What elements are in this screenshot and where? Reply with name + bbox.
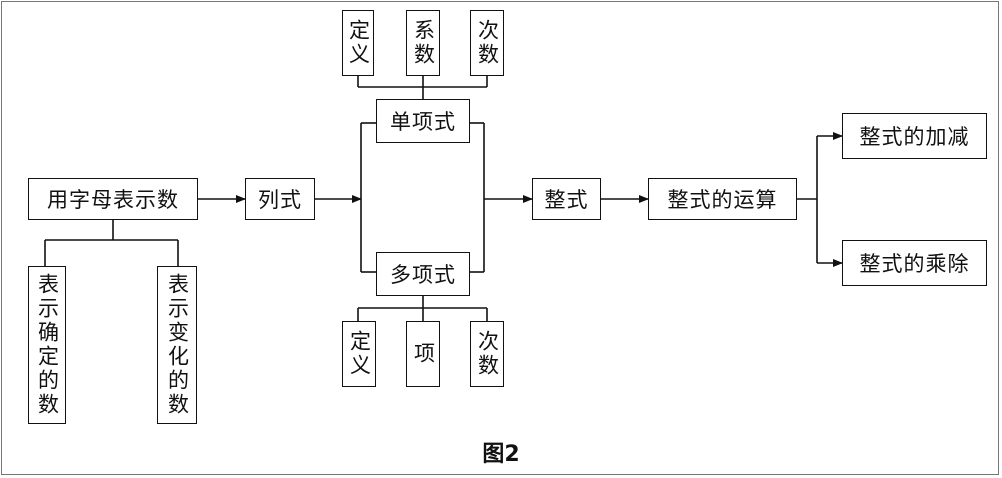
node-variable-number: 表示变化的数 (157, 266, 197, 424)
node-root: 用字母表示数 (28, 178, 198, 220)
node-monomial-degree-label: 次数 (475, 19, 500, 67)
node-polynomial-definition: 定义 (342, 321, 376, 387)
node-polynomial: 多项式 (376, 252, 470, 296)
node-fixed-number-label: 表示确定的数 (35, 273, 60, 417)
node-expression: 列式 (245, 178, 315, 220)
node-add-subtract: 整式的加减 (842, 113, 987, 159)
node-polynomial-degree-label: 次数 (475, 330, 500, 378)
node-variable-number-label: 表示变化的数 (165, 273, 190, 417)
node-monomial: 单项式 (376, 99, 470, 143)
node-monomial-coefficient-label: 系数 (411, 19, 436, 67)
node-polynomial-definition-label: 定义 (347, 330, 372, 378)
node-monomial-coefficient: 系数 (406, 10, 440, 76)
figure-caption: 图2 (482, 442, 520, 467)
node-integral-expression: 整式 (532, 178, 601, 220)
node-polynomial-degree: 次数 (470, 321, 504, 387)
node-polynomial-term-label: 项 (411, 342, 436, 366)
node-fixed-number: 表示确定的数 (28, 266, 66, 424)
node-monomial-definition: 定义 (342, 10, 374, 76)
node-monomial-degree: 次数 (470, 10, 504, 76)
node-operations: 整式的运算 (648, 178, 797, 220)
node-multiply-divide: 整式的乘除 (842, 240, 987, 286)
node-monomial-definition-label: 定义 (346, 19, 371, 67)
node-polynomial-term: 项 (406, 321, 440, 387)
